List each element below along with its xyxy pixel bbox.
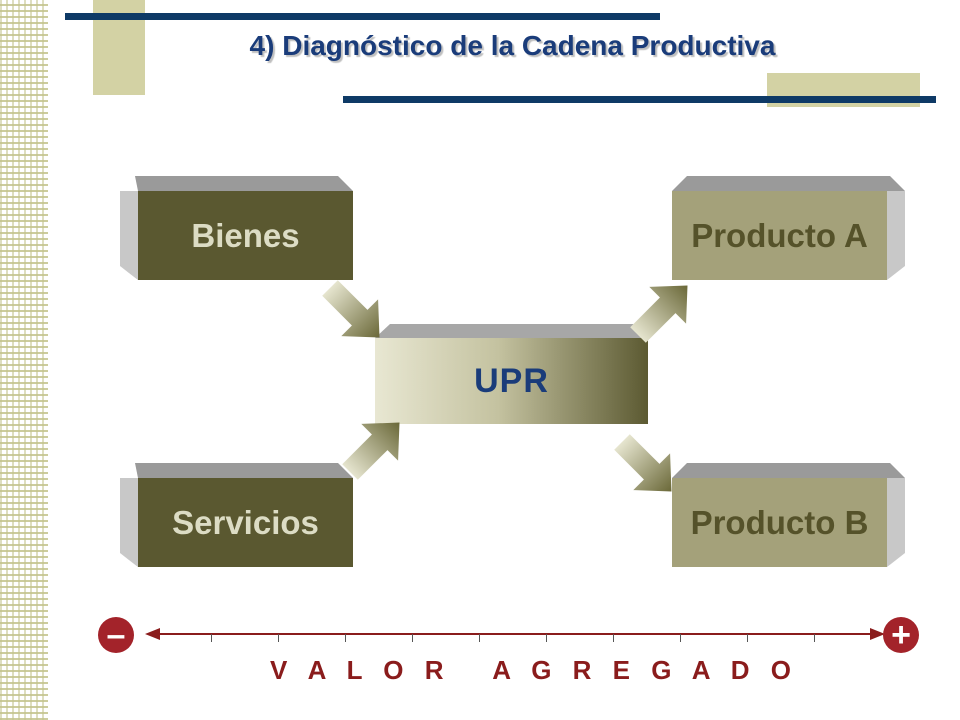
node-producto-a: Producto A bbox=[672, 176, 905, 280]
node-producto-a-label: Producto A bbox=[672, 191, 887, 280]
header-bar-bottom bbox=[343, 96, 936, 103]
arrow-upr-to-producto-b bbox=[614, 434, 672, 492]
node-servicios: Servicios bbox=[120, 463, 353, 567]
node-producto-a-bevel bbox=[672, 176, 905, 280]
page-title: 4) Diagnóstico de la Cadena Productiva bbox=[249, 30, 776, 61]
arrow-upr-to-producto-a bbox=[630, 285, 688, 343]
value-scale-line bbox=[155, 633, 875, 635]
node-bienes: Bienes bbox=[120, 176, 353, 280]
scale-arrowhead-right bbox=[870, 628, 885, 640]
node-bienes-label: Bienes bbox=[138, 191, 353, 280]
node-upr-bevel bbox=[375, 324, 648, 338]
node-upr: UPR bbox=[375, 324, 648, 424]
scale-tick bbox=[345, 634, 346, 642]
node-servicios-label: Servicios bbox=[138, 478, 353, 567]
arrow-bienes-to-upr bbox=[322, 280, 380, 338]
scale-tick bbox=[211, 634, 212, 642]
scale-arrowhead-left bbox=[145, 628, 160, 640]
node-upr-label: UPR bbox=[375, 338, 648, 424]
upr-text: UPR bbox=[474, 361, 549, 400]
minus-sign: – bbox=[98, 617, 134, 653]
node-servicios-bevel bbox=[120, 463, 353, 567]
scale-tick bbox=[613, 634, 614, 642]
valor-agregado-label: V A L O R A G R E G A D O bbox=[270, 655, 798, 685]
scale-tick bbox=[814, 634, 815, 642]
scale-tick bbox=[278, 634, 279, 642]
plus-sign: + bbox=[883, 617, 919, 653]
arrow-servicios-to-upr bbox=[342, 422, 400, 480]
node-producto-b-label: Producto B bbox=[672, 478, 887, 567]
node-producto-b: Producto B bbox=[672, 463, 905, 567]
scale-tick bbox=[546, 634, 547, 642]
node-producto-b-bevel bbox=[672, 463, 905, 567]
scale-tick bbox=[680, 634, 681, 642]
header-bar-top bbox=[65, 13, 660, 20]
node-bienes-bevel bbox=[120, 176, 353, 280]
scale-tick bbox=[479, 634, 480, 642]
scale-tick bbox=[412, 634, 413, 642]
scale-tick bbox=[747, 634, 748, 642]
left-stripe-pattern bbox=[0, 0, 48, 720]
